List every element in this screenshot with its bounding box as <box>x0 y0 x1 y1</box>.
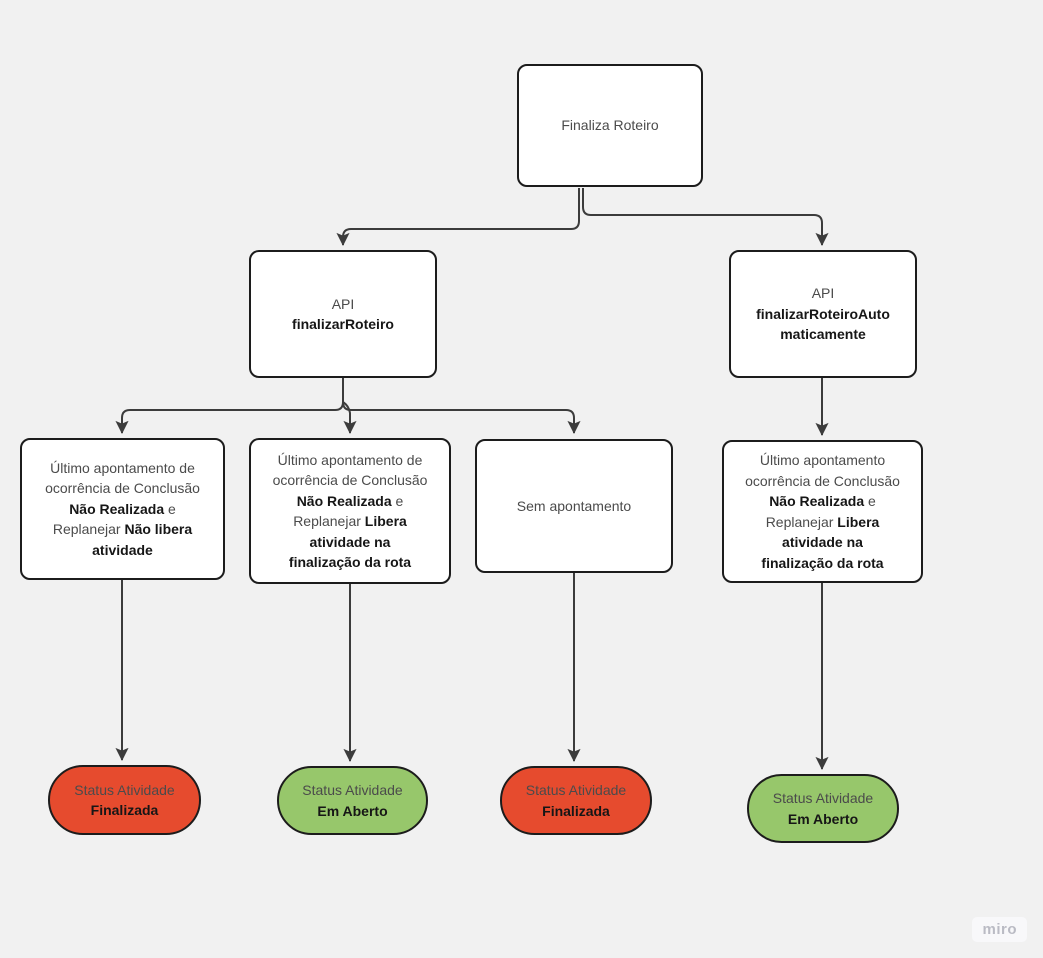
node-label: Último apontamento de ocorrência de Conc… <box>45 459 200 558</box>
node-label: API finalizarRoteiro <box>292 295 394 333</box>
node-label: API finalizarRoteiroAuto maticamente <box>756 285 890 343</box>
status-pill-finalizada-1[interactable]: Status Atividade Finalizada <box>48 765 201 835</box>
node-cond-auto-libera-atividade-finalizacao[interactable]: Último apontamento ocorrência de Conclus… <box>722 440 923 583</box>
edge-api-left-to-cond3 <box>342 401 581 434</box>
node-label: Último apontamento ocorrência de Conclus… <box>745 452 900 571</box>
status-pill-finalizada-2[interactable]: Status Atividade Finalizada <box>500 766 652 835</box>
edge-api-left-to-cond2 <box>342 401 357 434</box>
node-api-finalizar-roteiro-automaticamente[interactable]: API finalizarRoteiroAuto maticamente <box>729 250 917 378</box>
edge-root-to-api-left <box>336 188 580 246</box>
node-api-finalizar-roteiro[interactable]: API finalizarRoteiro <box>249 250 437 378</box>
status-label: Status Atividade Finalizada <box>74 781 175 819</box>
node-cond-nao-libera-atividade[interactable]: Último apontamento de ocorrência de Conc… <box>20 438 225 580</box>
status-pill-em-aberto-1[interactable]: Status Atividade Em Aberto <box>277 766 428 835</box>
miro-watermark-badge[interactable]: miro <box>972 917 1027 942</box>
status-label: Status Atividade Em Aberto <box>772 790 874 827</box>
node-cond-libera-atividade-finalizacao[interactable]: Último apontamento de ocorrência de Conc… <box>249 438 451 584</box>
node-label: Finaliza Roteiro <box>561 117 659 134</box>
edge-root-to-api-right <box>582 188 829 246</box>
node-sem-apontamento[interactable]: Sem apontamento <box>475 439 673 573</box>
status-label: Status Atividade Em Aberto <box>302 782 403 819</box>
node-label: Último apontamento de ocorrência de Conc… <box>272 451 428 571</box>
node-label: Sem apontamento <box>516 497 632 514</box>
status-pill-em-aberto-2[interactable]: Status Atividade Em Aberto <box>747 774 899 843</box>
edge-api-left-to-cond1 <box>115 378 344 434</box>
node-finaliza-roteiro[interactable]: Finaliza Roteiro <box>517 64 703 187</box>
status-label: Status Atividade Finalizada <box>525 782 627 819</box>
